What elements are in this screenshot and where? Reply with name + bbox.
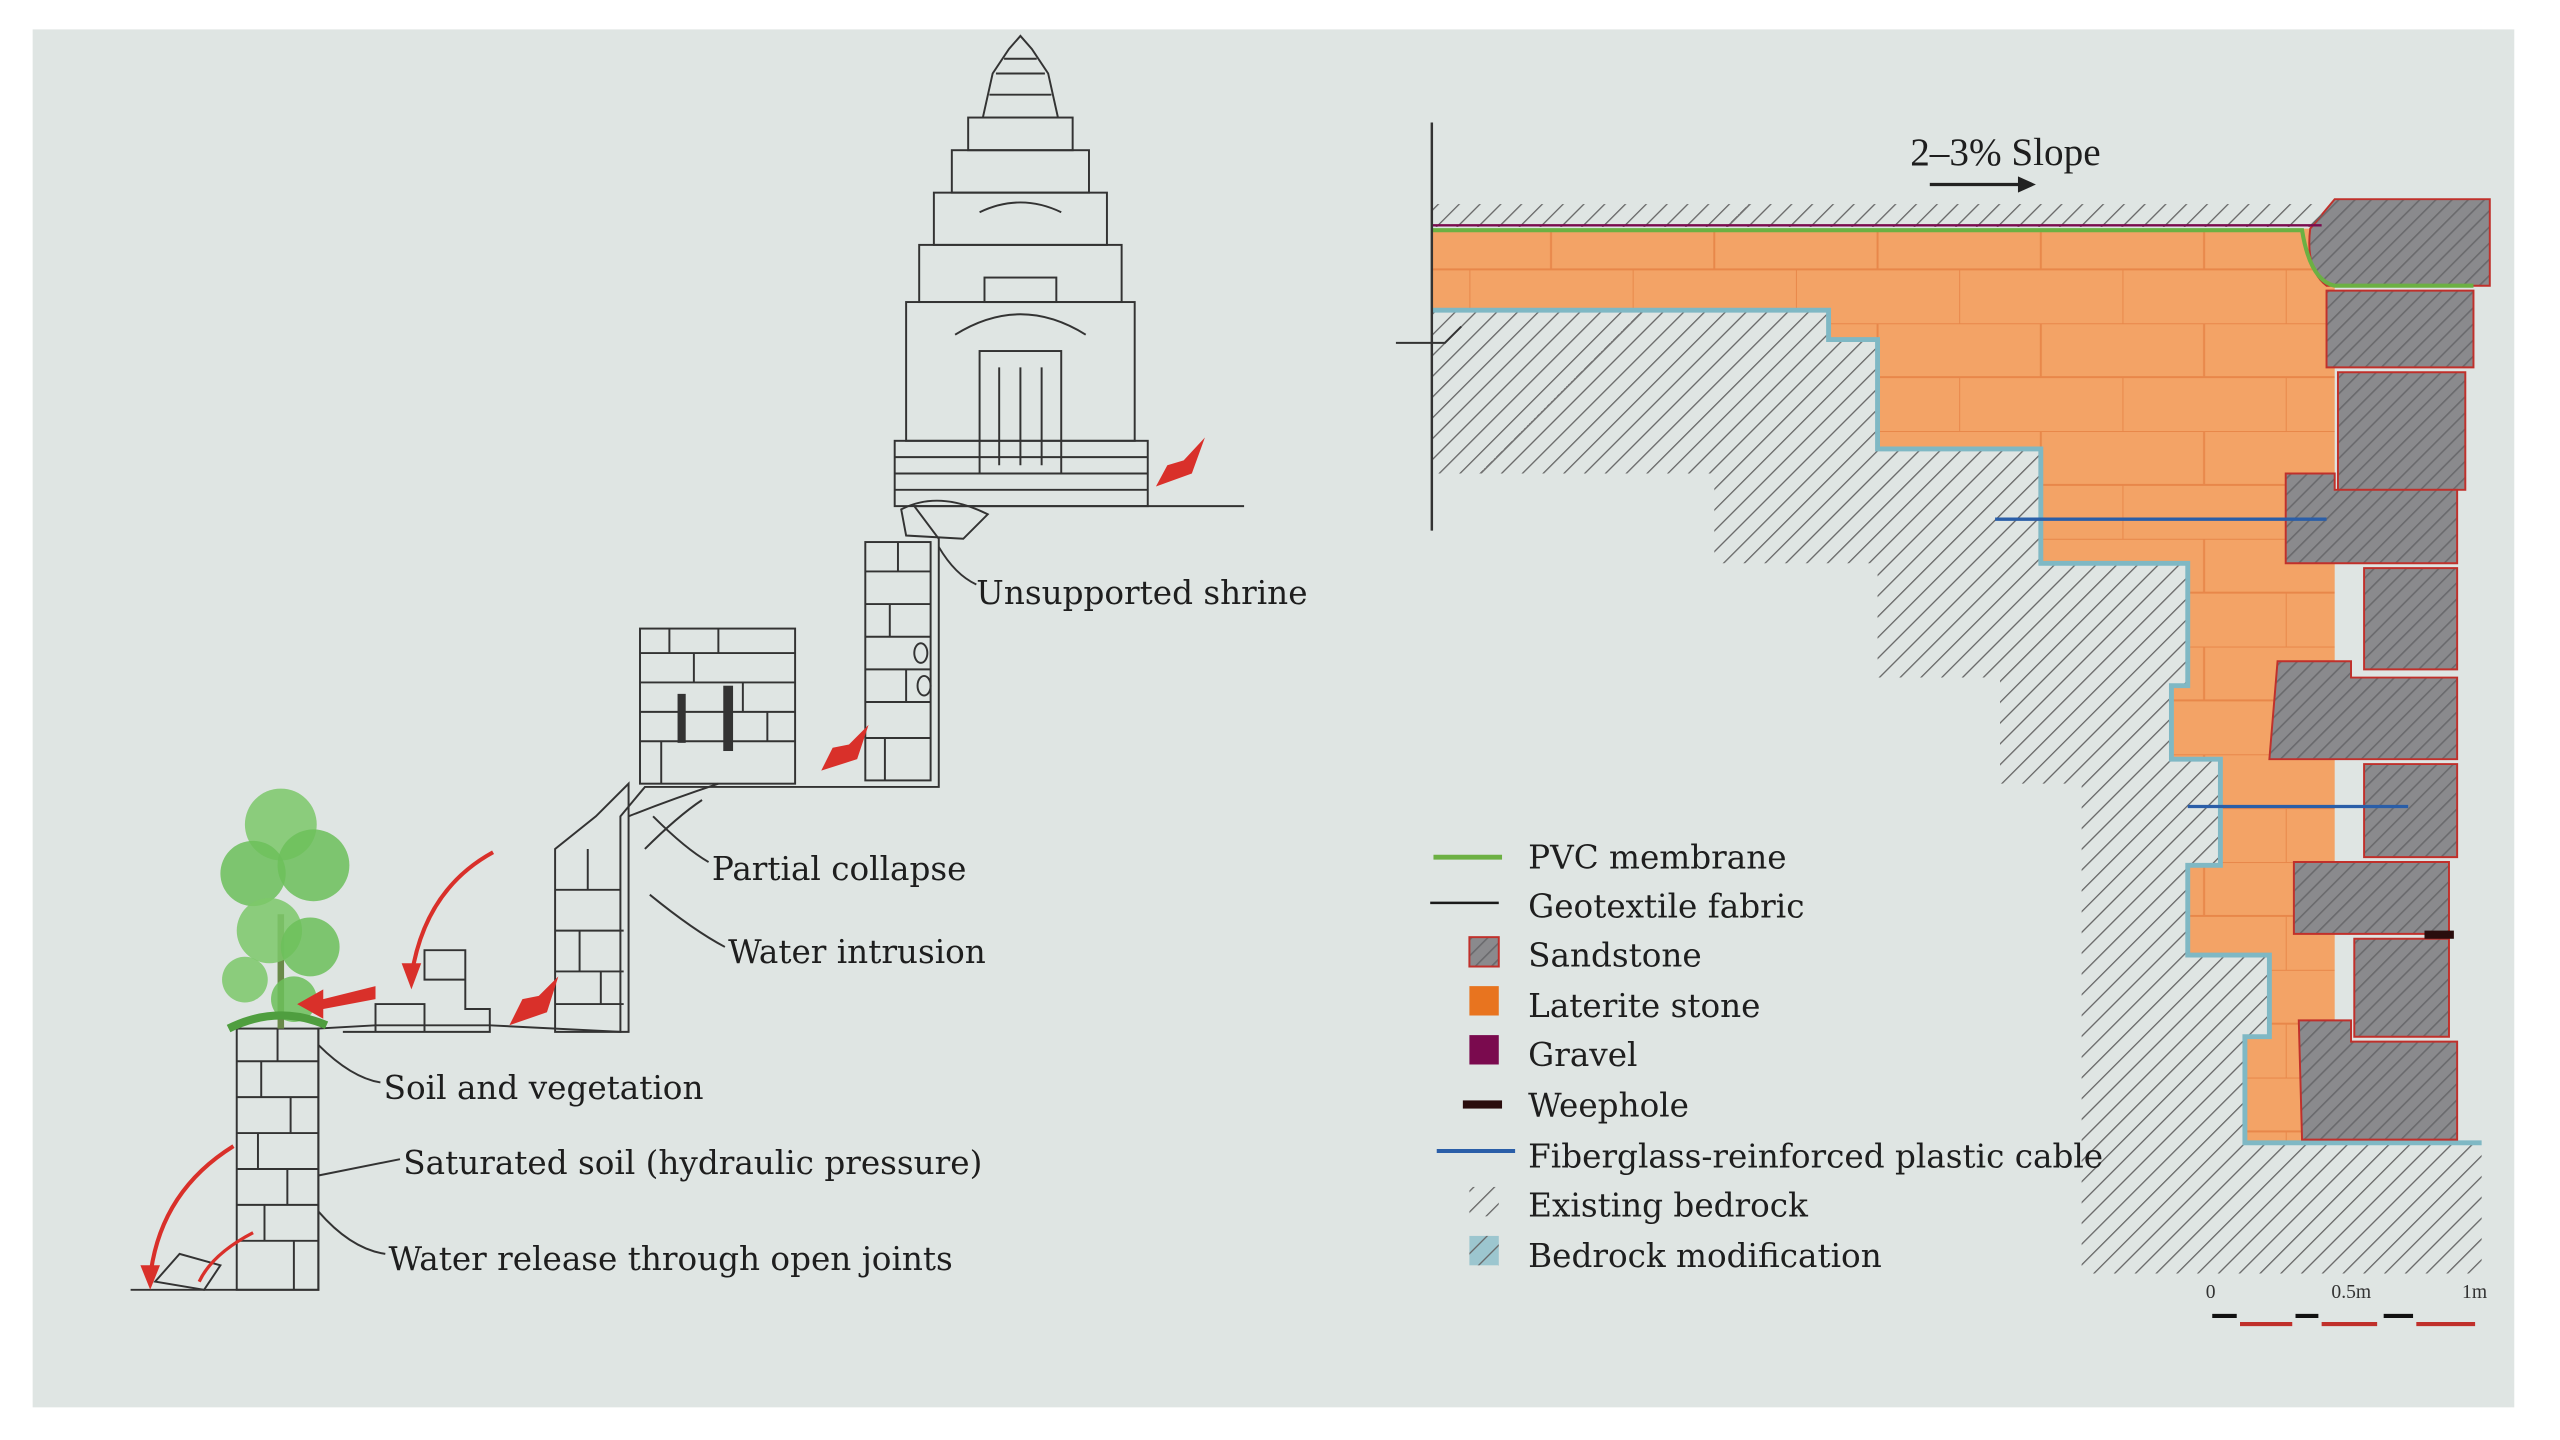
partial-collapse-wall [554,627,797,1033]
legend-item-weephole: Weephole [1462,1087,1689,1125]
pressure-arrows [140,437,1205,1290]
sandstone-swatch-icon [1468,936,1500,968]
slope-label: 2–3% Slope [1910,131,2100,174]
label-water-intrusion: Water intrusion [728,933,986,971]
scale-tick-label: 0 [2206,1282,2216,1303]
fiberglass-cables [1995,517,2409,809]
legend-item-cable: Fiberglass-reinforced plastic cable [1436,1137,2103,1175]
arrow-icon [1155,437,1205,487]
arrow-icon [401,963,422,990]
arrow-icon [140,1265,160,1290]
top-gravel-layer [1431,204,2322,227]
label-partial-collapse: Partial collapse [712,850,967,888]
laterite-fill [1431,228,2335,1143]
legend-label: Fiberglass-reinforced plastic cable [1528,1137,2103,1175]
shrine-tower [893,34,1149,508]
legend-item-laterite: Laterite stone [1469,986,1760,1025]
tree [220,788,350,1033]
scale-tick-label: 1m [2462,1282,2487,1303]
legend-label: Sandstone [1528,937,1702,975]
bedrock-modification-line [1431,307,2482,1146]
scale-tick-label: 0.5m [2331,1282,2371,1303]
scale-bar: 0 0.5m 1m [2206,1282,2487,1327]
legend-label: Bedrock modification [1528,1237,1882,1275]
cross-section [1395,122,2491,1274]
legend-label: Laterite stone [1528,987,1760,1025]
sandstone-blocks [2268,198,2491,1141]
legend: PVC membrane Geotextile fabric Sandstone… [1430,839,2103,1275]
existing-bedrock [1431,310,2482,1274]
arrow-icon [509,976,559,1026]
gravel-swatch-icon [1469,1035,1499,1065]
legend-label: Existing bedrock [1528,1186,1808,1224]
legend-item-existing-bedrock: Existing bedrock [1469,1186,1808,1224]
upper-wall [864,499,990,782]
legend-label: Gravel [1528,1036,1637,1074]
legend-label: Geotextile fabric [1528,888,1804,926]
arrow-icon [409,850,495,977]
weephole [2424,930,2454,939]
label-unsupported-shrine: Unsupported shrine [976,574,1307,612]
bedrock-hatch-icon [1469,1186,1499,1217]
temple-profile-illustration [130,34,1245,1291]
arrow-icon [297,986,376,1019]
label-soil-vegetation: Soil and vegetation [384,1069,704,1107]
laterite-swatch-icon [1469,986,1499,1016]
legend-item-sandstone: Sandstone [1468,936,1702,975]
weephole-bar-icon [1462,1100,1503,1109]
pvc-membrane-line [1431,228,2474,288]
legend-label: Weephole [1528,1087,1689,1125]
legend-label: PVC membrane [1528,839,1786,877]
label-saturated-soil: Saturated soil (hydraulic pressure) [403,1144,982,1182]
legend-item-pvc: PVC membrane [1433,839,1787,877]
legend-item-bedrock-modification: Bedrock modification [1469,1235,1882,1275]
arrow-icon [821,724,869,771]
slope-arrow-icon [1929,176,2036,193]
legend-item-geotextile: Geotextile fabric [1430,888,1805,926]
arrow-icon [148,1144,235,1277]
legend-item-gravel: Gravel [1469,1035,1638,1074]
label-water-release: Water release through open joints [389,1240,953,1278]
arrow-icon [197,1231,254,1283]
